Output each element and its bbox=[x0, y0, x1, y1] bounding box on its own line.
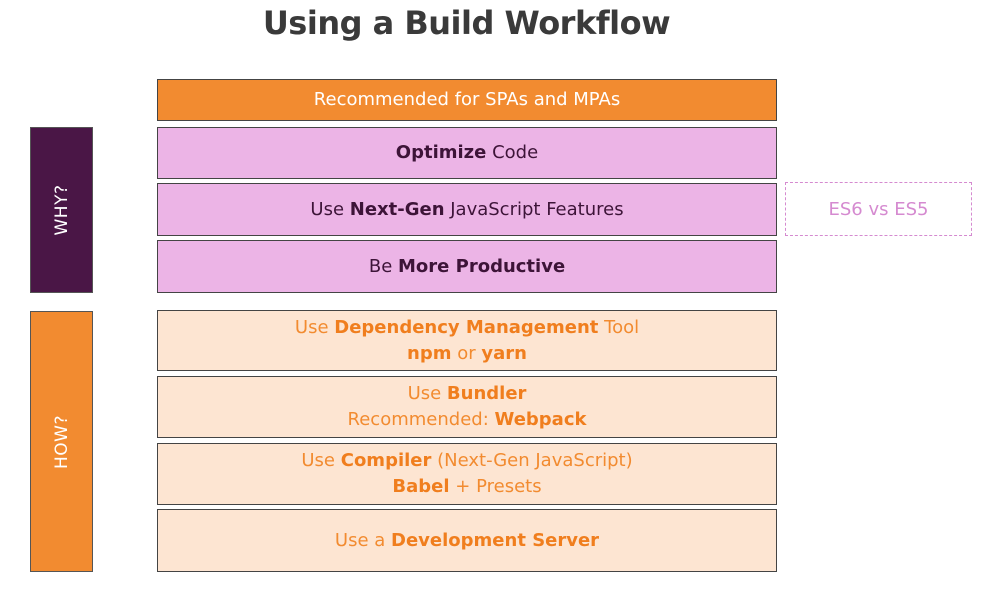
why-box-optimize-code: Optimize Code bbox=[157, 127, 777, 179]
box-text: Use a bbox=[334, 529, 392, 551]
box-text: + Presets bbox=[449, 476, 542, 497]
box-text-emphasis: Compiler bbox=[340, 450, 432, 471]
box-text-emphasis: npm bbox=[407, 342, 452, 364]
how-label: HOW? bbox=[51, 414, 72, 469]
box-text-line: npm or yarn bbox=[407, 341, 527, 367]
box-text: Tool bbox=[598, 316, 640, 338]
box-text-line: Use Next-Gen JavaScript Features bbox=[310, 197, 623, 223]
box-text: Recommended: bbox=[347, 409, 495, 430]
box-text-line: Use a Development Server bbox=[335, 528, 599, 554]
box-text-line: Use Bundler bbox=[408, 381, 527, 407]
how-sidebar: HOW? bbox=[30, 311, 93, 572]
slide-title: Using a Build Workflow bbox=[262, 4, 671, 42]
how-box-development-server: Use a Development Server bbox=[157, 509, 777, 572]
es6-vs-es5-note: ES6 vs ES5 bbox=[785, 182, 972, 236]
box-text-emphasis: yarn bbox=[481, 342, 527, 364]
box-text: Use bbox=[310, 198, 350, 220]
box-text: Be bbox=[368, 255, 398, 277]
why-box-more-productive: Be More Productive bbox=[157, 240, 777, 293]
box-text-emphasis: Optimize bbox=[395, 142, 487, 163]
box-text: Use bbox=[407, 383, 447, 404]
box-text: (Next-Gen JavaScript) bbox=[431, 450, 633, 471]
box-text-line: Recommended: Webpack bbox=[348, 407, 587, 433]
header-box: Recommended for SPAs and MPAs bbox=[157, 79, 777, 121]
box-text: Use bbox=[294, 316, 335, 338]
box-text-line: Babel + Presets bbox=[392, 474, 541, 500]
box-text: or bbox=[451, 342, 482, 364]
how-box-compiler: Use Compiler (Next-Gen JavaScript)Babel … bbox=[157, 443, 777, 505]
box-text: Code bbox=[486, 142, 539, 163]
box-text-emphasis: More Productive bbox=[398, 255, 566, 277]
box-text-emphasis: Bundler bbox=[446, 383, 527, 404]
box-text: JavaScript Features bbox=[444, 198, 624, 220]
box-text-emphasis: Dependency Management bbox=[334, 316, 599, 338]
why-sidebar: WHY? bbox=[30, 127, 93, 293]
box-text-emphasis: Webpack bbox=[494, 409, 587, 430]
box-text-emphasis: Development Server bbox=[391, 529, 600, 551]
box-text-line: Use Dependency Management Tool bbox=[295, 315, 639, 341]
box-text-line: Optimize Code bbox=[396, 140, 538, 166]
box-text-line: Be More Productive bbox=[369, 254, 565, 280]
header-text: Recommended for SPAs and MPAs bbox=[313, 89, 621, 110]
why-label: WHY? bbox=[51, 184, 72, 236]
why-box-next-gen-features: Use Next-Gen JavaScript Features bbox=[157, 183, 777, 236]
box-text: Use bbox=[301, 450, 341, 471]
box-text-emphasis: Next-Gen bbox=[349, 198, 445, 220]
box-text-line: Use Compiler (Next-Gen JavaScript) bbox=[301, 448, 632, 474]
box-text-emphasis: Babel bbox=[392, 476, 450, 497]
